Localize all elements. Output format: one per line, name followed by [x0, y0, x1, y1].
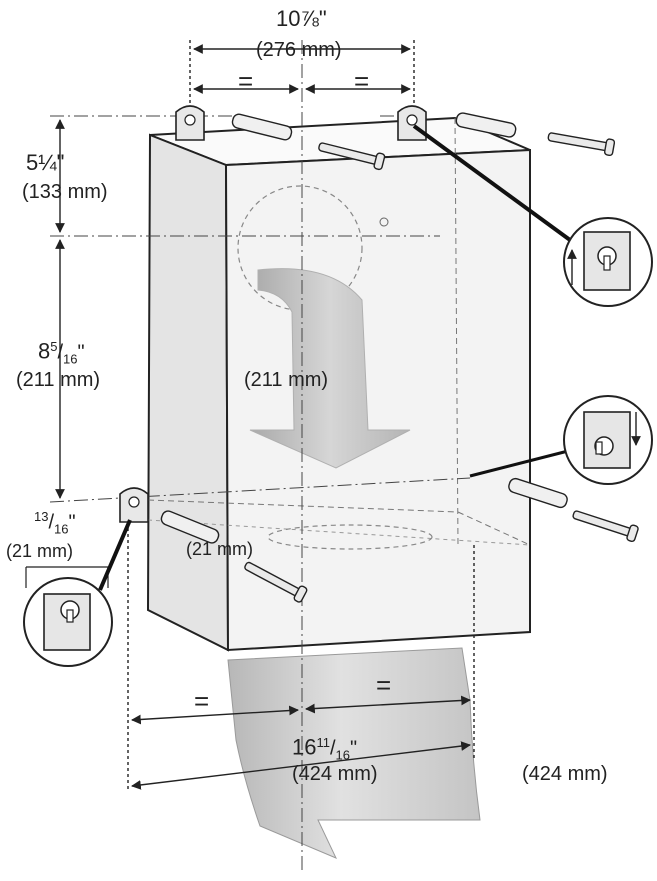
bottom-width-inch: 1611/16" — [292, 734, 358, 763]
top-width-inch: 10⅞" — [276, 6, 327, 31]
bottom-width-mm-right: (424 mm) — [522, 763, 608, 785]
bottom-width-mm: (424 mm) — [292, 763, 378, 785]
keyhole-bracket-icon — [175, 105, 205, 141]
keyhole-bracket-icon — [119, 487, 149, 523]
equal-mark-bottom-left: = — [194, 686, 210, 716]
upper-height-mm: (133 mm) — [22, 181, 108, 203]
side-offset-inch: 13/16" — [34, 509, 76, 537]
callout-leader — [412, 124, 572, 242]
middle-height-inch: 85/16" — [38, 338, 85, 367]
side-offset-mm: (21 mm) — [6, 541, 73, 561]
down-arrow-icon — [249, 268, 411, 469]
top-width-mm: (276 mm) — [256, 39, 342, 61]
wall-anchor-icon — [160, 112, 568, 544]
equal-mark-bottom-right: = — [376, 670, 392, 700]
upper-height-inch: 5¼" — [26, 150, 65, 175]
keyhole-bracket-icon — [397, 105, 427, 141]
keyhole-detail-callout — [23, 577, 113, 667]
equal-mark-left: = — [238, 66, 254, 96]
middle-height-mm-inside: (211 mm) — [244, 369, 329, 391]
screw-icon — [244, 132, 639, 603]
equal-mark-right: = — [354, 66, 370, 96]
bottom-width-dimension — [127, 510, 475, 790]
side-offset-mm-inside: (21 mm) — [186, 539, 253, 559]
keyhole-detail-callout — [563, 217, 653, 307]
keyhole-detail-callout — [563, 395, 653, 485]
middle-height-mm: (211 mm) — [16, 369, 101, 391]
